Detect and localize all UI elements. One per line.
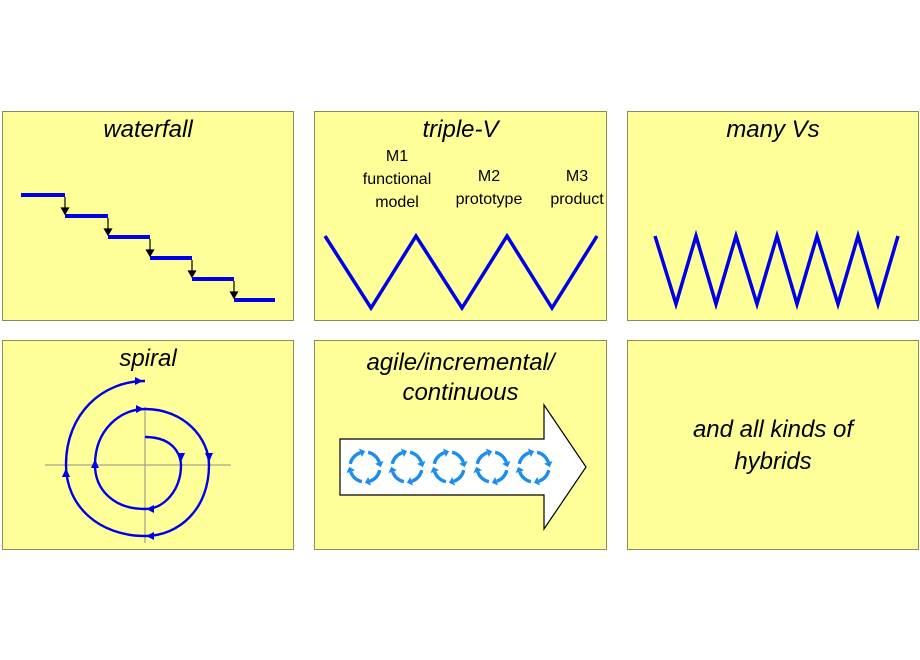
- milestone-m2-code: M2: [477, 168, 501, 185]
- hybrids-line1: and all kinds of: [692, 416, 854, 443]
- cycle-arc: [494, 450, 508, 464]
- milestone-m3-line1: product: [550, 191, 604, 208]
- cycle-arrows-icon: [515, 448, 553, 486]
- cycle-arrowhead: [459, 461, 468, 468]
- panel-title-agile-line1: agile/incremental/: [366, 349, 555, 376]
- cycle-arrowhead: [388, 466, 397, 473]
- hybrids-line2: hybrids: [734, 448, 812, 475]
- cycle-arc: [518, 470, 532, 484]
- spiral-path: [64, 379, 211, 538]
- panel-waterfall: waterfall: [2, 111, 294, 321]
- cycle-arc: [367, 450, 381, 464]
- panel-title-triple-v: triple-V: [422, 116, 499, 143]
- cycle-arrowhead: [443, 448, 450, 457]
- spiral-diagram: [45, 377, 231, 543]
- cycle-arc: [537, 469, 551, 483]
- cycle-arc: [476, 470, 490, 484]
- cycle-arrows-icon: [430, 448, 468, 486]
- down-arrow-icon: [60, 207, 70, 216]
- cycle-arrowhead: [401, 448, 408, 457]
- many-vs-diagram: [653, 229, 900, 311]
- down-arrow-icon: [187, 270, 197, 279]
- cycle-arrowhead: [491, 477, 498, 486]
- cycle-arrowhead: [502, 461, 511, 468]
- panel-title-waterfall: waterfall: [103, 116, 193, 143]
- panel-title-agile: agile/incremental/ continuous: [315, 348, 606, 408]
- milestone-m1-line2: model: [375, 194, 419, 211]
- cycle-arrows-icon: [346, 448, 384, 486]
- down-arrow-icon: [103, 228, 113, 237]
- arrowhead-icon: [136, 405, 144, 413]
- arrowhead-icon: [146, 505, 154, 513]
- spiral-axes: [45, 407, 231, 543]
- panel-many-vs: many Vs: [627, 111, 919, 321]
- cycle-arc: [409, 450, 423, 464]
- cycle-arc: [348, 451, 362, 465]
- cycle-arrows-icon: [388, 448, 426, 486]
- panel-title-many-vs: many Vs: [726, 116, 820, 143]
- cycle-arrowhead: [359, 448, 366, 457]
- milestone-m2-line1: prototype: [455, 191, 523, 208]
- waterfall-arrows: [60, 197, 239, 300]
- arrowhead-icon: [62, 468, 70, 477]
- cycle-arrowhead: [533, 477, 540, 486]
- cycle-arc: [495, 469, 509, 483]
- panel-text-hybrids: and all kinds of hybrids: [628, 414, 918, 478]
- cycle-arrowhead: [430, 466, 439, 473]
- panel-triple-v: triple-V M1 functional model M2 prototyp…: [314, 111, 607, 321]
- cycle-arc: [536, 450, 550, 464]
- triple-v-line: [323, 232, 599, 312]
- cycle-arc: [349, 470, 363, 484]
- milestone-m1-line1: functional: [362, 171, 432, 188]
- triple-v-diagram: [323, 232, 599, 312]
- spiral-arrowheads: [62, 377, 213, 540]
- cycle-arrowhead: [417, 461, 426, 468]
- many-vs-line: [653, 229, 900, 311]
- milestone-m3-code: M3: [565, 168, 589, 185]
- cycle-arrows-icon: [473, 448, 511, 486]
- cycle-icons: [346, 448, 553, 486]
- panel-agile: agile/incremental/ continuous: [314, 340, 607, 550]
- panel-hybrids: and all kinds of hybrids: [627, 340, 919, 550]
- cycle-arc: [517, 451, 531, 465]
- cycle-arrowhead: [406, 477, 413, 486]
- milestone-m1: M1 functional model: [349, 145, 445, 214]
- cycle-arc: [368, 469, 382, 483]
- cycle-arrowhead: [528, 448, 535, 457]
- cycle-arrowhead: [364, 477, 371, 486]
- milestone-m3: M3 product: [539, 165, 606, 211]
- cycle-arc: [391, 470, 405, 484]
- cycle-arc: [390, 451, 404, 465]
- cycle-arc: [433, 470, 447, 484]
- agile-diagram: [339, 403, 587, 531]
- arrowhead-icon: [91, 459, 99, 468]
- arrowhead-icon: [135, 377, 143, 385]
- cycle-arc: [451, 450, 465, 464]
- panel-spiral: spiral: [2, 340, 294, 550]
- cycle-arrowhead: [346, 466, 355, 473]
- down-arrow-icon: [229, 291, 239, 300]
- panel-title-agile-line2: continuous: [402, 379, 519, 406]
- milestone-m2: M2 prototype: [443, 165, 535, 211]
- arrowhead-icon: [205, 453, 213, 462]
- waterfall-diagram: [21, 193, 275, 302]
- cycle-arc: [410, 469, 424, 483]
- cycle-arrowhead: [515, 466, 524, 473]
- cycle-arrowhead: [448, 477, 455, 486]
- cycle-arc: [475, 451, 489, 465]
- cycle-arc: [432, 451, 446, 465]
- cycle-arrowhead: [375, 461, 384, 468]
- milestone-m1-code: M1: [385, 148, 409, 165]
- arrowhead-icon: [146, 532, 154, 540]
- panel-title-spiral: spiral: [119, 345, 177, 372]
- big-arrow-shape: [339, 403, 587, 531]
- waterfall-steps: [21, 193, 275, 302]
- cycle-arrowhead: [544, 461, 553, 468]
- cycle-arrowhead: [473, 466, 482, 473]
- arrowhead-icon: [177, 453, 185, 462]
- cycle-arrowhead: [486, 448, 493, 457]
- cycle-arc: [452, 469, 466, 483]
- down-arrow-icon: [145, 249, 155, 258]
